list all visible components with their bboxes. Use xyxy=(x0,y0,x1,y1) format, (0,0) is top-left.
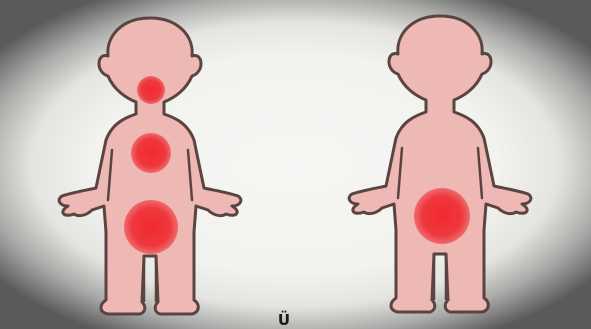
leg-gap-right xyxy=(434,254,446,300)
footer-glyph: Ü xyxy=(274,312,294,329)
child-figure-left xyxy=(59,18,241,314)
child-figure-right xyxy=(349,16,531,312)
red-spot-groin-right xyxy=(414,188,470,244)
leg-gap-left xyxy=(144,256,156,302)
body-outline-right xyxy=(349,16,531,312)
red-spot-groin-left xyxy=(124,200,178,254)
red-spot-chest xyxy=(131,133,171,173)
red-spot-mouth xyxy=(137,76,165,104)
